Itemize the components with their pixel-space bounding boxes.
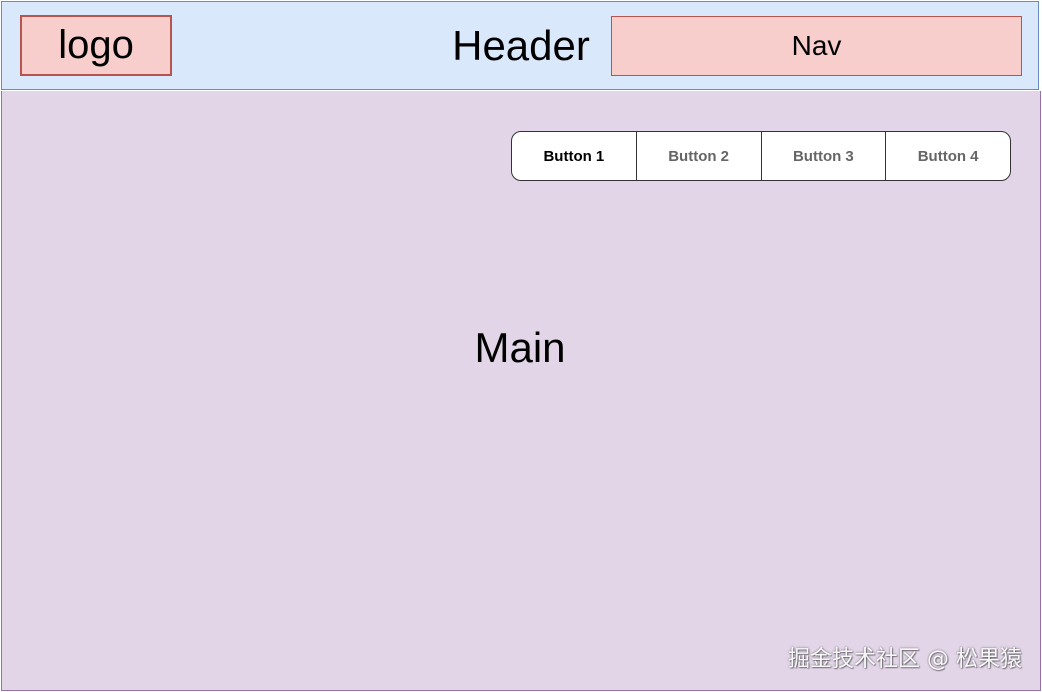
button-2[interactable]: Button 2 — [635, 132, 761, 180]
logo-box[interactable]: logo — [20, 15, 172, 76]
button-3[interactable]: Button 3 — [760, 132, 886, 180]
button-group: Button 1 Button 2 Button 3 Button 4 — [511, 131, 1011, 181]
watermark-text: 掘金技术社区 @ 松果猿 — [788, 647, 1022, 672]
button-1[interactable]: Button 1 — [543, 147, 605, 165]
button-4[interactable]: Button 4 — [885, 132, 1010, 180]
header-title: Header — [452, 22, 590, 69]
nav-box[interactable]: Nav — [611, 16, 1022, 76]
main-region — [1, 91, 1041, 691]
main-title: Main — [474, 324, 566, 371]
